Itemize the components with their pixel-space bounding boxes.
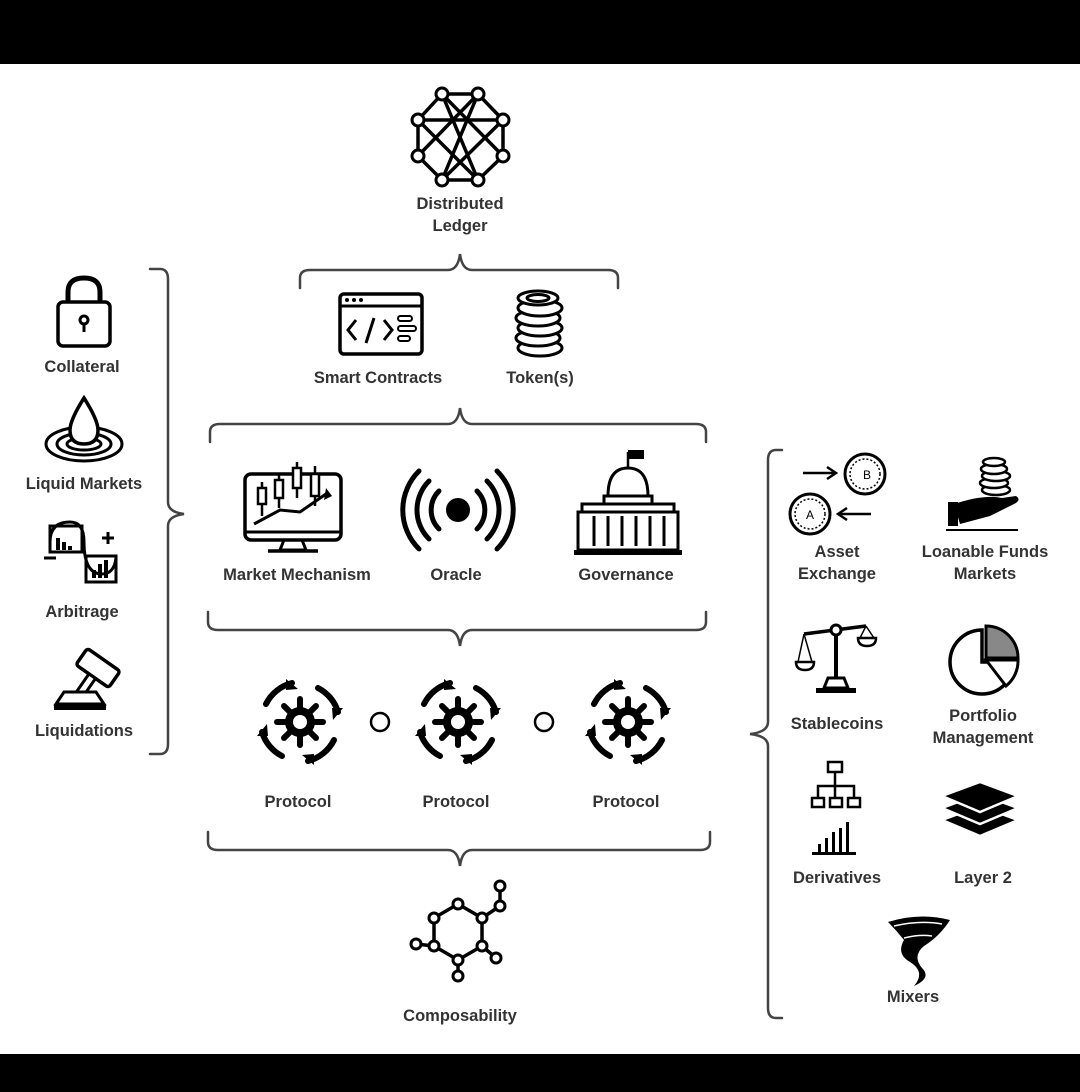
bracket-ledger bbox=[298, 253, 620, 290]
portfolio-line2: Management bbox=[932, 729, 1034, 747]
network-icon bbox=[410, 86, 511, 188]
gear-cycle-icon bbox=[415, 679, 501, 765]
protocol-label: Protocol bbox=[592, 793, 660, 811]
bottom-black-bar bbox=[0, 1054, 1080, 1092]
arbitrage-icon bbox=[44, 520, 118, 584]
tokens-label: Token(s) bbox=[506, 369, 574, 387]
loanable-funds-line2: Markets bbox=[953, 565, 1017, 583]
bracket-left bbox=[148, 267, 185, 756]
gear-cycle-icon bbox=[257, 679, 343, 765]
asset-exchange-label: Asset Exchange bbox=[798, 541, 876, 585]
collateral-label: Collateral bbox=[44, 358, 120, 376]
ledger-label-line1: Distributed bbox=[416, 195, 504, 213]
diagram-canvas: B A bbox=[0, 64, 1080, 1054]
padlock-icon bbox=[56, 275, 112, 348]
tornado-icon bbox=[888, 916, 950, 986]
protocol-label: Protocol bbox=[422, 793, 490, 811]
ledger-label-line2: Ledger bbox=[432, 217, 488, 235]
protocol-connector bbox=[369, 711, 391, 733]
portfolio-line1: Portfolio bbox=[949, 707, 1017, 725]
bracket-protocols-bottom bbox=[206, 830, 712, 867]
balance-scale-icon bbox=[794, 623, 878, 693]
governance-label: Governance bbox=[578, 566, 674, 584]
asset-exchange-icon: B A bbox=[788, 452, 887, 536]
stacked-layers-icon bbox=[938, 780, 1022, 838]
arbitrage-label: Arbitrage bbox=[45, 603, 119, 621]
coin-stack-icon bbox=[514, 289, 564, 358]
water-drop-icon bbox=[44, 394, 124, 463]
pie-chart-icon bbox=[948, 624, 1020, 696]
protocol-label: Protocol bbox=[264, 793, 332, 811]
code-window-icon bbox=[338, 292, 424, 356]
gavel-icon bbox=[53, 647, 121, 710]
bracket-core-bottom bbox=[206, 610, 708, 647]
oracle-label: Oracle bbox=[430, 566, 482, 584]
mixers-label: Mixers bbox=[886, 988, 940, 1006]
coin-a-letter: A bbox=[806, 508, 814, 522]
bracket-right bbox=[749, 448, 784, 1020]
gear-cycle-icon bbox=[585, 679, 671, 765]
trading-chart-icon bbox=[243, 462, 343, 553]
coin-b-letter: B bbox=[863, 468, 871, 482]
liquid-markets-label: Liquid Markets bbox=[25, 475, 143, 493]
portfolio-management-label: Portfolio Management bbox=[933, 705, 1034, 749]
asset-exchange-line1: Asset bbox=[814, 543, 860, 561]
smart-contracts-label: Smart Contracts bbox=[313, 369, 443, 387]
stablecoins-label: Stablecoins bbox=[790, 715, 884, 733]
capitol-building-icon bbox=[574, 450, 682, 555]
market-mechanism-label: Market Mechanism bbox=[223, 566, 371, 584]
top-black-bar bbox=[0, 0, 1080, 64]
diagram-svg: B A bbox=[44, 86, 1022, 1020]
loanable-funds-line1: Loanable Funds bbox=[921, 543, 1049, 561]
broadcast-signal-icon bbox=[400, 468, 516, 552]
derivatives-label: Derivatives bbox=[792, 869, 882, 887]
hand-coins-icon bbox=[946, 456, 1019, 531]
asset-exchange-line2: Exchange bbox=[798, 565, 876, 583]
bracket-core-top bbox=[208, 407, 708, 444]
composability-label: Composability bbox=[403, 1007, 517, 1025]
loanable-funds-label: Loanable Funds Markets bbox=[922, 541, 1049, 585]
layer-2-label: Layer 2 bbox=[954, 869, 1012, 887]
distributed-ledger-label: Distributed Ledger bbox=[416, 193, 503, 237]
liquidations-label: Liquidations bbox=[34, 722, 134, 740]
derivatives-icon bbox=[810, 760, 862, 855]
molecule-icon bbox=[409, 879, 507, 983]
protocol-connector bbox=[533, 711, 555, 733]
